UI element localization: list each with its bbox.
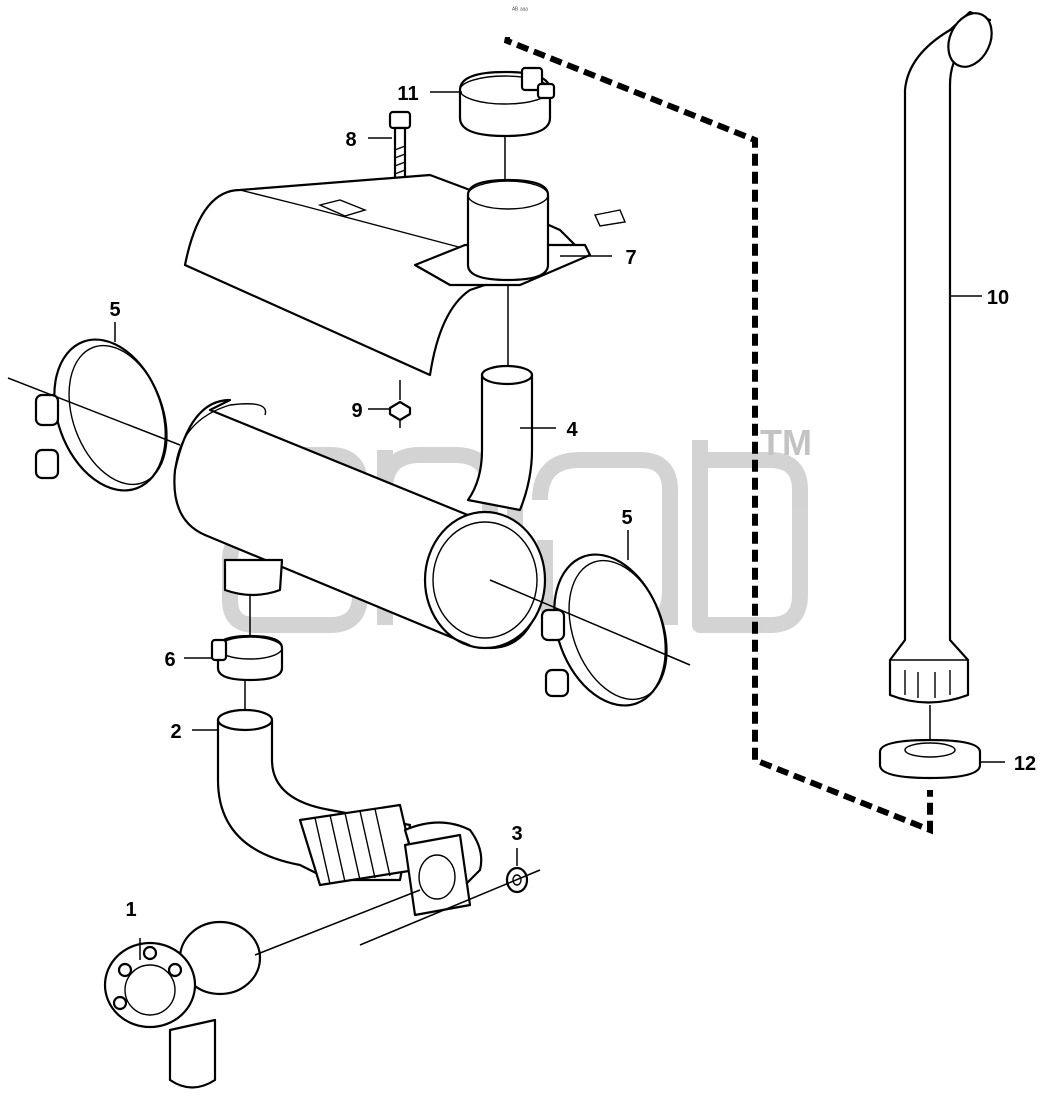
callout-11: 11 — [397, 83, 418, 105]
callout-1: 1 — [125, 899, 136, 921]
part-11-clamp — [458, 66, 556, 180]
part-2-elbow-pipe — [216, 708, 483, 917]
callout-6: 6 — [164, 649, 175, 671]
dashed-route-line — [503, 37, 933, 835]
trademark-mark: TM — [760, 422, 812, 463]
part-8-bolt — [388, 110, 412, 182]
part-12-gasket — [878, 705, 982, 780]
callout-5-left: 5 — [109, 299, 120, 321]
part-3-washer — [359, 848, 541, 946]
callout-10: 10 — [987, 287, 1009, 309]
muffler-body — [173, 398, 547, 650]
part-10-stack-pipe — [888, 10, 993, 704]
callout-4: 4 — [566, 419, 578, 441]
callout-9: 9 — [351, 400, 362, 422]
drawing-ref: ᴬᴮ ᵃᵃᵃ — [511, 6, 528, 14]
part-7-heat-shield — [183, 173, 626, 377]
callout-2: 2 — [170, 721, 181, 743]
part-4-pipe — [466, 285, 534, 512]
callout-12: 12 — [1014, 753, 1036, 775]
part-9-nut — [388, 380, 412, 428]
callout-7: 7 — [625, 247, 636, 269]
part-1-turbo-outlet — [103, 889, 421, 1089]
part-6-clamp — [210, 595, 284, 712]
callout-5-right: 5 — [621, 507, 632, 529]
part-5-clamp-left — [7, 338, 181, 492]
callout-3: 3 — [511, 823, 522, 845]
callout-8: 8 — [345, 129, 356, 151]
callout-leaders — [114, 91, 1005, 763]
part-5-clamp-right — [489, 553, 691, 707]
